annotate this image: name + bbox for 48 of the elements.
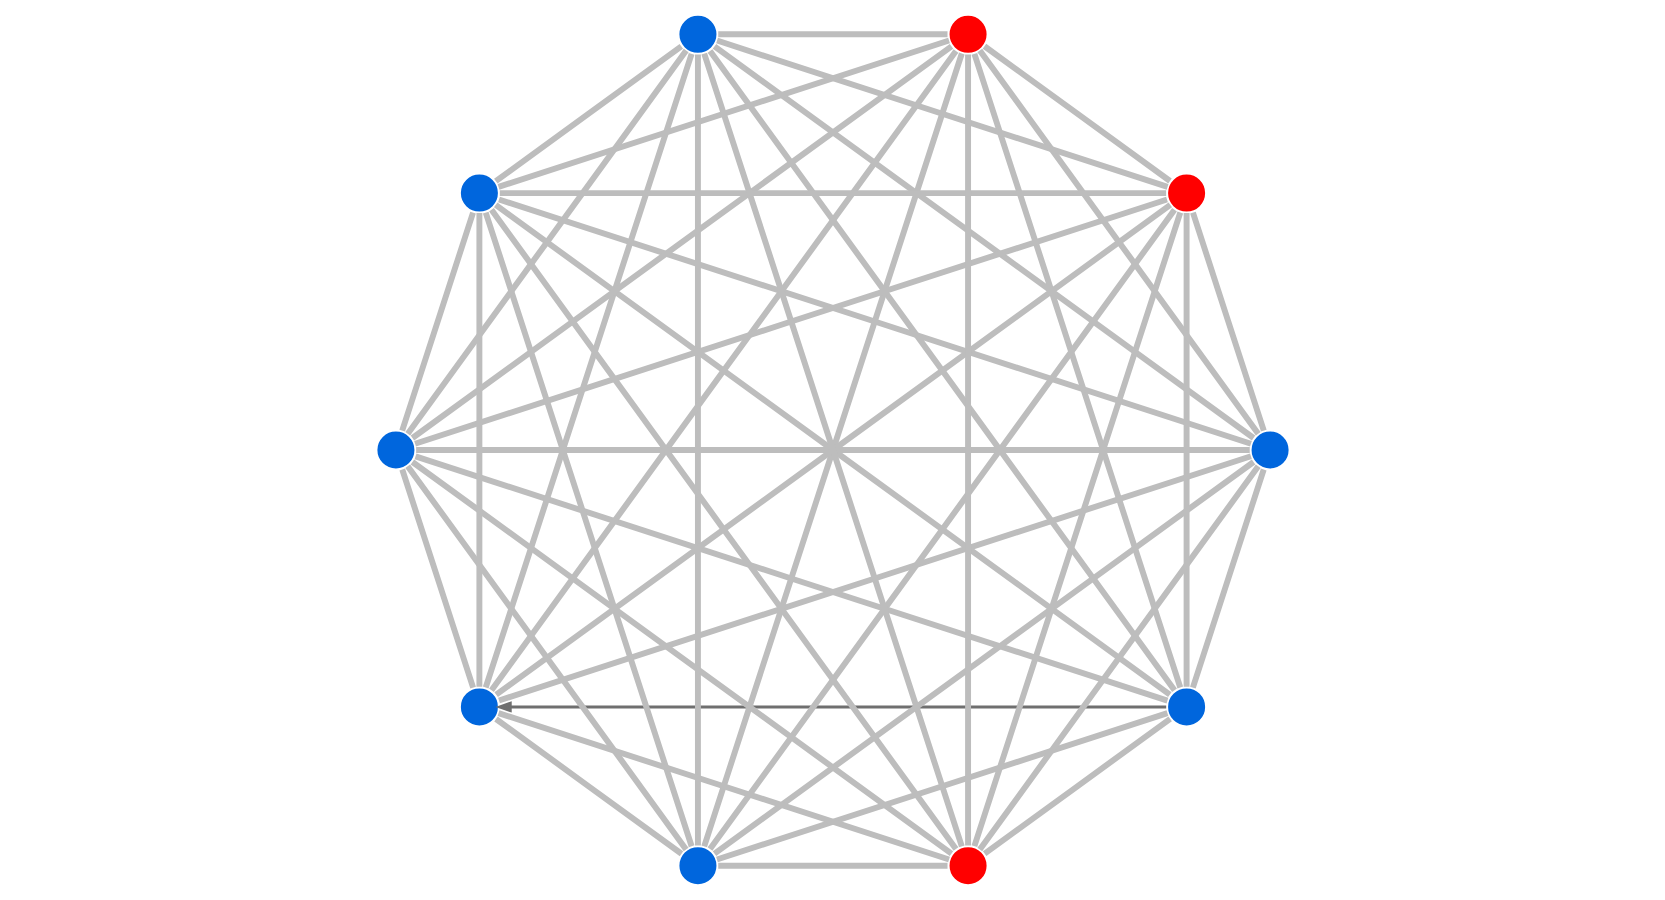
node-circle — [946, 12, 990, 56]
connector — [971, 52, 1183, 689]
connector — [414, 453, 1168, 704]
connector — [499, 190, 1166, 197]
connector — [398, 468, 476, 689]
connector — [700, 52, 965, 848]
connector — [410, 459, 953, 857]
connector — [493, 716, 683, 857]
connector — [410, 43, 953, 441]
connector — [982, 43, 1172, 184]
connector — [482, 52, 694, 689]
connector — [497, 37, 950, 190]
connector — [398, 211, 476, 432]
connector — [497, 453, 1252, 704]
node-circle — [457, 171, 501, 215]
connector — [717, 862, 947, 869]
connector — [413, 196, 1168, 447]
connector — [497, 710, 950, 863]
connector — [493, 202, 1172, 698]
connector — [717, 31, 947, 38]
node-circle — [457, 685, 501, 729]
connector — [694, 54, 701, 846]
node-circle — [946, 844, 990, 888]
connector — [707, 49, 1177, 692]
connector — [488, 207, 958, 851]
connector — [1183, 213, 1190, 687]
connector — [404, 48, 689, 436]
connector — [415, 447, 1250, 453]
connector — [707, 208, 1177, 851]
connector — [488, 49, 958, 692]
connector — [982, 716, 1172, 856]
connector — [715, 37, 1168, 190]
connector — [976, 48, 1261, 436]
connector — [712, 43, 1255, 441]
connector — [1189, 468, 1267, 689]
connector — [497, 196, 1252, 447]
connector — [493, 44, 683, 184]
connector — [976, 464, 1261, 852]
arrow — [494, 701, 1166, 713]
connector — [715, 710, 1168, 863]
node-circle — [1248, 428, 1292, 472]
connector — [964, 54, 971, 846]
connector — [404, 464, 688, 852]
connector — [712, 459, 1255, 857]
connector — [482, 211, 694, 848]
connector — [971, 211, 1183, 848]
connector — [475, 213, 482, 687]
connector — [1189, 211, 1267, 432]
